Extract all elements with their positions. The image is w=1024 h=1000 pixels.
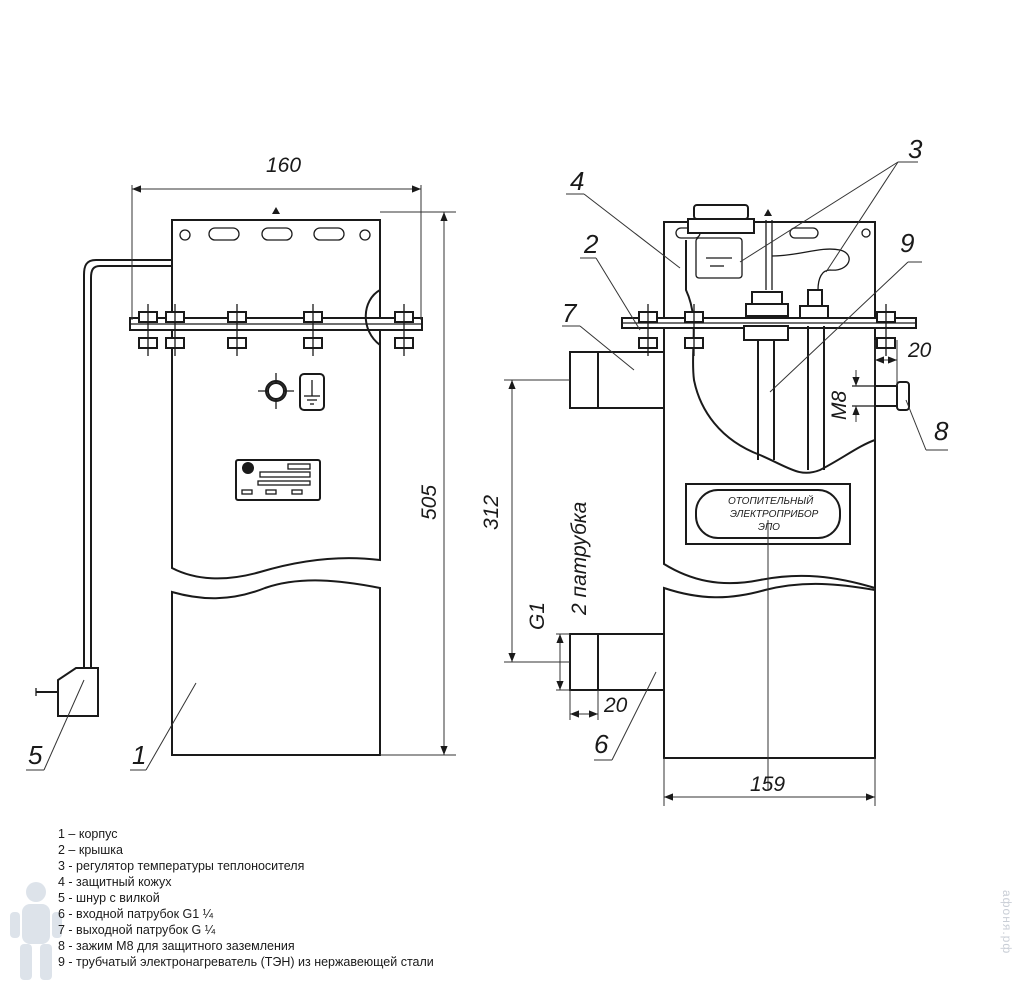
dim-thread-inlet: G1 <box>526 602 549 630</box>
callout-3: 3 <box>908 134 923 164</box>
callout-7: 7 <box>562 298 578 328</box>
dim-offset-bottom: 20 <box>603 694 628 717</box>
flange-bolts-left <box>138 304 414 356</box>
callout-6: 6 <box>594 729 609 759</box>
control-knob-icon <box>258 373 294 409</box>
dim-inlet-height: 312 <box>480 495 503 530</box>
dim-height-left: 505 <box>418 485 441 520</box>
legend-item: 4 - защитный кожух <box>58 875 172 889</box>
legend-item: 8 - зажим М8 для защитного заземления <box>58 939 295 953</box>
legend-item: 9 - трубчатый электронагреватель (ТЭН) и… <box>58 955 434 969</box>
plate-line-1: ОТОПИТЕЛЬНЫЙ <box>728 494 814 507</box>
callout-4: 4 <box>570 166 584 196</box>
callout-2: 2 <box>583 229 599 259</box>
power-cord <box>35 259 172 717</box>
plate-line-3: ЭПО <box>758 522 780 533</box>
dim-width-right: 159 <box>750 773 785 796</box>
legend-item: 7 - выходной патрубок G ¼ <box>58 923 216 937</box>
callout-1: 1 <box>132 740 146 770</box>
callout-5: 5 <box>28 740 43 770</box>
callout-9: 9 <box>900 228 914 258</box>
ground-symbol-icon <box>299 373 325 411</box>
legend-item: 6 - входной патрубок G1 ¼ <box>58 907 214 921</box>
legend-list: 1 – корпус 2 – крышка 3 - регулятор темп… <box>58 826 434 970</box>
dim-width-left: 160 <box>266 154 301 177</box>
dim-clamp-thread: M8 <box>828 391 851 420</box>
ground-clamp-m8 <box>852 381 910 411</box>
rating-plate <box>235 459 321 501</box>
legend-item: 1 – корпус <box>58 827 118 841</box>
dim-offset-top: 20 <box>907 339 932 362</box>
left-view: 160 505 1 5 <box>26 154 456 771</box>
plumber-mascot-icon <box>10 882 62 980</box>
plate-line-2: ЭЛЕКТРОПРИБОР <box>730 509 819 520</box>
legend-item: 3 - регулятор температуры теплоносителя <box>58 859 305 873</box>
legend-item: 5 - шнур с вилкой <box>58 891 160 905</box>
dim-thread-note: 2 патрубка <box>568 502 591 616</box>
right-view: ОТОПИТЕЛЬНЫЙ ЭЛЕКТРОПРИБОР ЭПО 159 312 G… <box>480 134 949 806</box>
callout-8: 8 <box>934 416 949 446</box>
watermark: афоня.рф <box>1000 890 1014 955</box>
flange-bolts-right <box>638 304 896 356</box>
heating-element <box>757 326 825 470</box>
vent-slots <box>179 207 371 241</box>
thermostat-regulator <box>687 204 850 291</box>
legend-item: 2 – крышка <box>58 843 123 857</box>
